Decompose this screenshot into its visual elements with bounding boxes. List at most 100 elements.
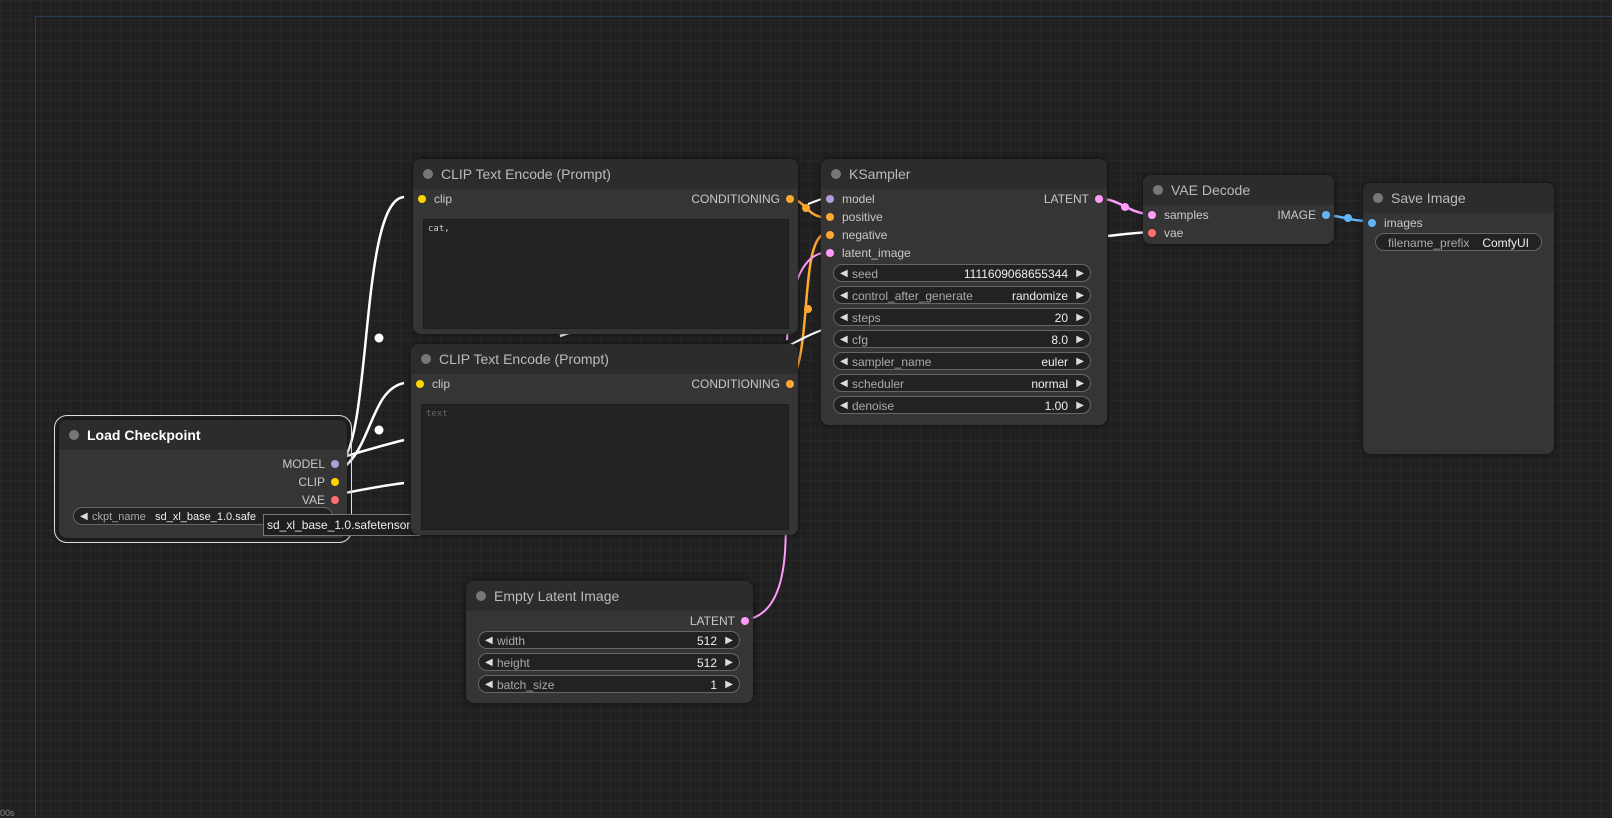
decrement-arrow-icon[interactable]: ◀ bbox=[840, 312, 848, 323]
node-ksampler[interactable]: KSampler model positive negative latent_… bbox=[821, 159, 1107, 425]
output-conditioning[interactable]: CONDITIONING bbox=[691, 191, 794, 207]
decrement-arrow-icon[interactable]: ◀ bbox=[840, 378, 848, 389]
node-title[interactable]: CLIP Text Encode (Prompt) bbox=[411, 344, 798, 374]
collapse-dot-icon[interactable] bbox=[69, 430, 79, 440]
vae-slot-icon[interactable] bbox=[331, 496, 339, 504]
node-title[interactable]: Empty Latent Image bbox=[466, 581, 753, 611]
input-clip[interactable]: clip bbox=[416, 376, 450, 392]
model-slot-icon[interactable] bbox=[826, 195, 834, 203]
collapse-dot-icon[interactable] bbox=[831, 169, 841, 179]
input-vae[interactable]: vae bbox=[1148, 225, 1183, 241]
clip-slot-icon[interactable] bbox=[416, 380, 424, 388]
model-slot-icon[interactable] bbox=[331, 460, 339, 468]
decrement-arrow-icon[interactable]: ◀ bbox=[840, 334, 848, 345]
input-samples[interactable]: samples bbox=[1148, 207, 1209, 223]
node-title-text: CLIP Text Encode (Prompt) bbox=[441, 166, 611, 182]
increment-arrow-icon[interactable]: ▶ bbox=[1076, 356, 1084, 367]
prompt-textarea[interactable]: cat, bbox=[423, 219, 789, 329]
link-model-to-ksampler-top bbox=[807, 198, 823, 205]
collapse-dot-icon[interactable] bbox=[421, 354, 431, 364]
conditioning-slot-icon[interactable] bbox=[826, 231, 834, 239]
input-clip[interactable]: clip bbox=[418, 191, 452, 207]
input-latent-image[interactable]: latent_image bbox=[826, 245, 911, 261]
increment-arrow-icon[interactable]: ▶ bbox=[725, 635, 733, 646]
increment-arrow-icon[interactable]: ▶ bbox=[1076, 312, 1084, 323]
widget-filename-prefix[interactable]: filename_prefix ComfyUI bbox=[1375, 233, 1542, 251]
conditioning-slot-icon[interactable] bbox=[786, 195, 794, 203]
canvas-group-border-left bbox=[35, 16, 36, 817]
latent-slot-icon[interactable] bbox=[826, 249, 834, 257]
decrement-arrow-icon[interactable]: ◀ bbox=[840, 290, 848, 301]
input-model[interactable]: model bbox=[826, 191, 875, 207]
increment-arrow-icon[interactable]: ▶ bbox=[1076, 378, 1084, 389]
output-image[interactable]: IMAGE bbox=[1277, 207, 1330, 223]
clip-slot-icon[interactable] bbox=[418, 195, 426, 203]
output-conditioning[interactable]: CONDITIONING bbox=[691, 376, 794, 392]
latent-slot-icon[interactable] bbox=[1148, 211, 1156, 219]
widget-control-after-generate[interactable]: ◀ control_after_generate randomize ▶ bbox=[833, 286, 1091, 304]
corner-info-text: 00s bbox=[0, 808, 15, 818]
input-positive[interactable]: positive bbox=[826, 209, 883, 225]
output-clip[interactable]: CLIP bbox=[298, 474, 339, 490]
node-title-text: Load Checkpoint bbox=[87, 427, 201, 443]
decrement-arrow-icon[interactable]: ◀ bbox=[485, 679, 493, 690]
node-clip-text-encode-positive[interactable]: CLIP Text Encode (Prompt) clip CONDITION… bbox=[413, 159, 798, 334]
widget-steps[interactable]: ◀ steps 20 ▶ bbox=[833, 308, 1091, 326]
link-clip-to-pos bbox=[339, 195, 405, 465]
collapse-dot-icon[interactable] bbox=[476, 591, 486, 601]
input-negative[interactable]: negative bbox=[826, 227, 887, 243]
widget-batch-size[interactable]: ◀ batch_size 1 ▶ bbox=[478, 675, 740, 693]
decrement-arrow-icon[interactable]: ◀ bbox=[840, 400, 848, 411]
node-title[interactable]: Load Checkpoint bbox=[59, 420, 347, 450]
widget-denoise[interactable]: ◀ denoise 1.00 ▶ bbox=[833, 396, 1091, 414]
widget-name: cfg bbox=[852, 333, 869, 347]
latent-slot-icon[interactable] bbox=[1095, 195, 1103, 203]
output-latent[interactable]: LATENT bbox=[1044, 191, 1103, 207]
vae-slot-icon[interactable] bbox=[1148, 229, 1156, 237]
increment-arrow-icon[interactable]: ▶ bbox=[1076, 400, 1084, 411]
widget-height[interactable]: ◀ height 512 ▶ bbox=[478, 653, 740, 671]
image-slot-icon[interactable] bbox=[1368, 219, 1376, 227]
decrement-arrow-icon[interactable]: ◀ bbox=[485, 657, 493, 668]
collapse-dot-icon[interactable] bbox=[1153, 185, 1163, 195]
widget-value: euler bbox=[1041, 355, 1068, 369]
widget-sampler-name[interactable]: ◀ sampler_name euler ▶ bbox=[833, 352, 1091, 370]
node-save-image[interactable]: Save Image images filename_prefix ComfyU… bbox=[1363, 183, 1554, 454]
widget-scheduler[interactable]: ◀ scheduler normal ▶ bbox=[833, 374, 1091, 392]
node-empty-latent-image[interactable]: Empty Latent Image LATENT ◀ width 512 ▶ … bbox=[466, 581, 753, 703]
decrement-arrow-icon[interactable]: ◀ bbox=[840, 268, 848, 279]
node-title[interactable]: CLIP Text Encode (Prompt) bbox=[413, 159, 798, 189]
widget-cfg[interactable]: ◀ cfg 8.0 ▶ bbox=[833, 330, 1091, 348]
widget-seed[interactable]: ◀ seed 1111609068655344 ▶ bbox=[833, 264, 1091, 282]
increment-arrow-icon[interactable]: ▶ bbox=[725, 657, 733, 668]
collapse-dot-icon[interactable] bbox=[423, 169, 433, 179]
node-title-text: VAE Decode bbox=[1171, 182, 1251, 198]
output-vae[interactable]: VAE bbox=[302, 492, 339, 508]
input-images[interactable]: images bbox=[1368, 215, 1423, 231]
node-vae-decode[interactable]: VAE Decode samples vae IMAGE bbox=[1143, 175, 1334, 244]
node-title[interactable]: VAE Decode bbox=[1143, 175, 1334, 205]
node-title[interactable]: Save Image bbox=[1363, 183, 1554, 213]
decrement-arrow-icon[interactable]: ◀ bbox=[485, 635, 493, 646]
decrement-arrow-icon[interactable]: ◀ bbox=[80, 511, 88, 522]
conditioning-slot-icon[interactable] bbox=[786, 380, 794, 388]
node-clip-text-encode-negative[interactable]: CLIP Text Encode (Prompt) clip CONDITION… bbox=[411, 344, 798, 535]
increment-arrow-icon[interactable]: ▶ bbox=[1076, 290, 1084, 301]
image-slot-icon[interactable] bbox=[1322, 211, 1330, 219]
conditioning-slot-icon[interactable] bbox=[826, 213, 834, 221]
prompt-textarea[interactable]: text bbox=[421, 404, 789, 530]
output-latent[interactable]: LATENT bbox=[690, 613, 749, 629]
widget-value: 1.00 bbox=[1044, 399, 1068, 413]
collapse-dot-icon[interactable] bbox=[1373, 193, 1383, 203]
decrement-arrow-icon[interactable]: ◀ bbox=[840, 356, 848, 367]
output-model[interactable]: MODEL bbox=[282, 456, 339, 472]
widget-name: control_after_generate bbox=[852, 289, 973, 303]
increment-arrow-icon[interactable]: ▶ bbox=[1076, 268, 1084, 279]
increment-arrow-icon[interactable]: ▶ bbox=[725, 679, 733, 690]
slot-label: clip bbox=[434, 192, 453, 206]
widget-width[interactable]: ◀ width 512 ▶ bbox=[478, 631, 740, 649]
increment-arrow-icon[interactable]: ▶ bbox=[1076, 334, 1084, 345]
node-title[interactable]: KSampler bbox=[821, 159, 1107, 189]
clip-slot-icon[interactable] bbox=[331, 478, 339, 486]
latent-slot-icon[interactable] bbox=[741, 617, 749, 625]
